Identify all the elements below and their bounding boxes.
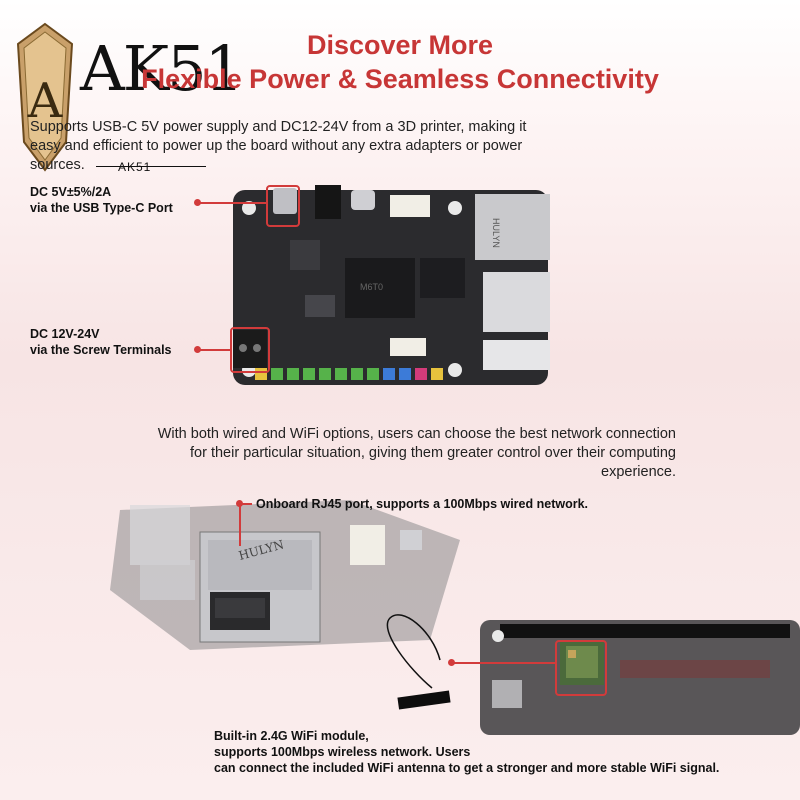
usb-c-highlight-box [266,185,300,227]
usb-c-callout-dot [194,199,201,206]
intro-paragraph: Supports USB-C 5V power supply and DC12-… [30,119,527,173]
screw-callout-dot [194,346,201,353]
logo-subtext: AK51 [118,160,152,174]
rj45-callout-dot [236,500,243,507]
wifi-module-highlight-box [555,640,607,696]
shield-logo-icon: A [16,22,74,172]
page-title: Discover More [306,30,494,60]
svg-text:A: A [27,73,64,129]
wifi-antenna-image [386,614,451,710]
board-wifi-image [480,620,800,735]
screw-callout-line [200,349,230,351]
board-brand-text: HULYN [491,218,501,248]
usb-c-callout-line [200,202,266,204]
logo-text: AK51 [80,32,244,105]
board-bottom-image: HULYN [110,500,460,650]
rj45-callout-line-vertical [239,506,241,546]
screw-highlight-box [230,327,270,373]
rj45-callout-line-horizontal [240,503,252,505]
screw-terminal-callout: DC 12V-24V via the Screw Terminals [30,327,172,357]
usb-c-callout: DC 5V±5%/2A via the USB Type-C Port [30,185,173,215]
logo-underline [96,166,206,167]
gpio-pins [255,368,443,380]
connectivity-paragraph: With both wired and WiFi options, users … [157,426,676,480]
page-subtitle: Flexible Power & Seamless Connectivity [141,64,659,94]
wifi-callout-line [453,662,555,664]
wifi-callout: Built-in 2.4G WiFi module, supports 100M… [214,729,720,775]
board-top-image: HULYN M6T0 [233,185,550,385]
wifi-callout-dot [448,659,455,666]
chip-marking: M6T0 [360,282,383,292]
rj45-callout: Onboard RJ45 port, supports a 100Mbps wi… [256,497,589,511]
